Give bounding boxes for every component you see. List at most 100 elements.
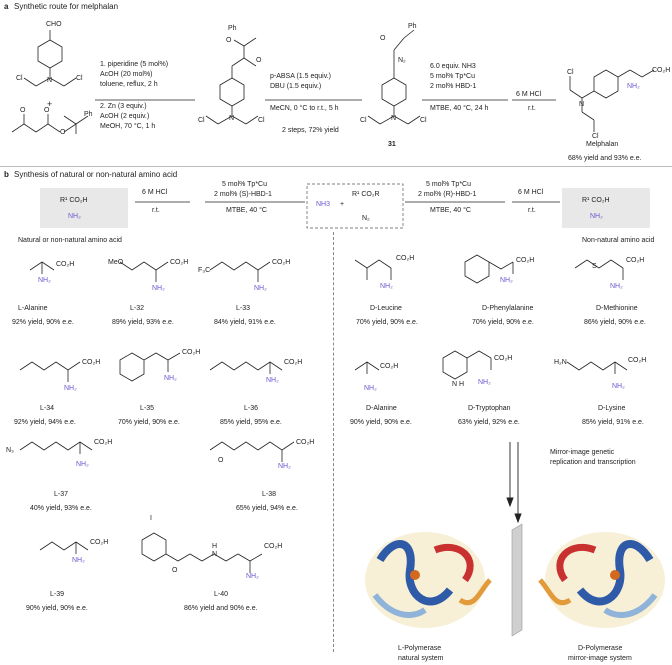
l37-co2h: CO₂H bbox=[94, 439, 113, 446]
o-label-i1: O bbox=[226, 37, 232, 44]
d-lys-nh2: NH₂ bbox=[612, 383, 625, 390]
mirror-arrows bbox=[506, 442, 522, 524]
l36-nh2: NH₂ bbox=[266, 377, 279, 384]
l38-name: L-38 bbox=[262, 491, 277, 498]
l37-yield: 40% yield, 93% e.e. bbox=[30, 505, 92, 512]
section-divider bbox=[0, 166, 672, 167]
cl-melphalan-a: Cl bbox=[567, 69, 574, 76]
cl-label-31b: Cl bbox=[420, 117, 427, 124]
co2h-melphalan: CO₂H bbox=[652, 67, 671, 74]
l-polymerase-label: L-Polymerase bbox=[398, 645, 442, 652]
left-label: Natural or non-natural amino acid bbox=[18, 237, 122, 244]
right-product-nh2: NH₂ bbox=[590, 213, 603, 220]
o-label-31: O bbox=[380, 35, 386, 42]
l38-nh2: NH₂ bbox=[278, 463, 291, 470]
l35-co2h: CO₂H bbox=[182, 349, 201, 356]
section-b-letter: b bbox=[4, 170, 9, 179]
d-leucine-yield: 70% yield, 90% e.e. bbox=[356, 319, 418, 326]
n-melphalan: N bbox=[579, 101, 585, 108]
right-label: Non-natural amino acid bbox=[582, 237, 655, 244]
l34-name: L-34 bbox=[40, 405, 55, 412]
d-ala-co2h: CO₂H bbox=[380, 363, 399, 370]
l38-co2h: CO₂H bbox=[296, 439, 315, 446]
l-alanine-name: L-Alanine bbox=[18, 305, 48, 312]
nh2-melphalan: NH₂ bbox=[627, 83, 640, 90]
l40-i: I bbox=[150, 515, 152, 522]
l40-h: H bbox=[212, 543, 218, 550]
polymerase-illustrations bbox=[365, 523, 665, 637]
cho-label: CHO bbox=[46, 21, 62, 28]
l33-name: L-33 bbox=[236, 305, 251, 312]
d-phe-nh2: NH₂ bbox=[500, 277, 513, 284]
l32-name: L-32 bbox=[130, 305, 145, 312]
l39-name: L-39 bbox=[50, 591, 65, 598]
d-polymerase-label: D-Polymerase bbox=[578, 645, 623, 652]
l37-name: L-37 bbox=[54, 491, 69, 498]
l36-yield: 85% yield, 95% e.e. bbox=[220, 419, 282, 426]
left-structures bbox=[19, 261, 295, 573]
section-a-title: Synthetic route for melphalan bbox=[14, 2, 119, 11]
cl-melphalan-b: Cl bbox=[592, 133, 599, 140]
melphalan-yield: 68% yield and 93% e.e. bbox=[568, 155, 642, 162]
l40-yield: 86% yield and 90% e.e. bbox=[184, 605, 258, 612]
hcl-right: 6 M HCl bbox=[518, 189, 544, 196]
d-leucine-nh2: NH₂ bbox=[380, 283, 393, 290]
d-leucine-name: D-Leucine bbox=[370, 305, 402, 312]
mirror-text-2: replication and transcription bbox=[550, 459, 636, 466]
l40-co2h: CO₂H bbox=[264, 543, 283, 550]
l40-o: O bbox=[172, 567, 178, 574]
left-product-nh2: NH₂ bbox=[68, 213, 81, 220]
rt-left: r.t. bbox=[152, 207, 160, 214]
d-ala-name: D-Alanine bbox=[366, 405, 397, 412]
d-lys-h2n: H₂N bbox=[554, 359, 567, 366]
d-met-s: S bbox=[592, 263, 597, 270]
d-trp-name: D-Tryptophan bbox=[468, 405, 511, 412]
section-b-title: Synthesis of natural or non-natural amin… bbox=[14, 170, 178, 179]
l33-co2h: CO₂H bbox=[272, 259, 291, 266]
l-alanine-nh2: NH₂ bbox=[38, 277, 51, 284]
l35-yield: 70% yield, 90% e.e. bbox=[118, 419, 180, 426]
l39-nh2: NH₂ bbox=[72, 557, 85, 564]
l38-o: O bbox=[218, 457, 224, 464]
d-trp-nh: N H bbox=[452, 381, 465, 388]
l38-yield: 65% yield, 94% e.e. bbox=[236, 505, 298, 512]
l32-co2h: CO₂H bbox=[170, 259, 189, 266]
n-label-31: N bbox=[391, 115, 397, 122]
right-structures bbox=[354, 254, 628, 380]
left-product-box bbox=[40, 188, 128, 228]
l39-yield: 90% yield, 90% e.e. bbox=[26, 605, 88, 612]
d-met-co2h: CO₂H bbox=[626, 257, 645, 264]
l40-nh2: NH₂ bbox=[246, 573, 259, 580]
cl-label-i2: Cl bbox=[258, 117, 265, 124]
d-leucine-co2h: CO₂H bbox=[396, 255, 415, 262]
rt-right: r.t. bbox=[528, 207, 536, 214]
section-a-structures bbox=[11, 29, 655, 134]
cl-label-i1: Cl bbox=[198, 117, 205, 124]
d-met-yield: 86% yield, 90% e.e. bbox=[584, 319, 646, 326]
l33-yield: 84% yield, 91% e.e. bbox=[214, 319, 276, 326]
l34-co2h: CO₂H bbox=[82, 359, 101, 366]
d-polymerase-ribbon bbox=[538, 532, 665, 628]
n-label-i1: N bbox=[229, 115, 235, 122]
l34-yield: 92% yield, 94% e.e. bbox=[14, 419, 76, 426]
diazo-reagent: R¹ CO₂R bbox=[352, 191, 380, 198]
d-met-nh2: NH₂ bbox=[610, 283, 623, 290]
l35-nh2: NH₂ bbox=[164, 375, 177, 382]
l-polymerase-sub: natural system bbox=[398, 655, 444, 662]
l-alanine-yield: 92% yield, 90% e.e. bbox=[12, 319, 74, 326]
d-phe-yield: 70% yield, 90% e.e. bbox=[472, 319, 534, 326]
l33-f3c: F₃C bbox=[198, 267, 211, 274]
l40-name: L-40 bbox=[214, 591, 229, 598]
l37-n3: N₃ bbox=[6, 447, 14, 454]
d-phe-name: D-Phenylalanine bbox=[482, 305, 534, 312]
ph-label-a: Ph bbox=[84, 111, 93, 118]
d-polymerase-sub: mirror-image system bbox=[568, 655, 632, 662]
left-product-formula: R¹ CO₂H bbox=[60, 197, 88, 204]
l33-nh2: NH₂ bbox=[254, 285, 267, 292]
vertical-dashed-divider bbox=[333, 232, 334, 652]
right-product-box bbox=[562, 188, 650, 228]
ph-label-i1: Ph bbox=[228, 25, 237, 32]
l32-nh2: NH₂ bbox=[152, 285, 165, 292]
nh3-reagent: NH3 bbox=[316, 201, 331, 208]
d-met-name: D-Methionine bbox=[596, 305, 638, 312]
